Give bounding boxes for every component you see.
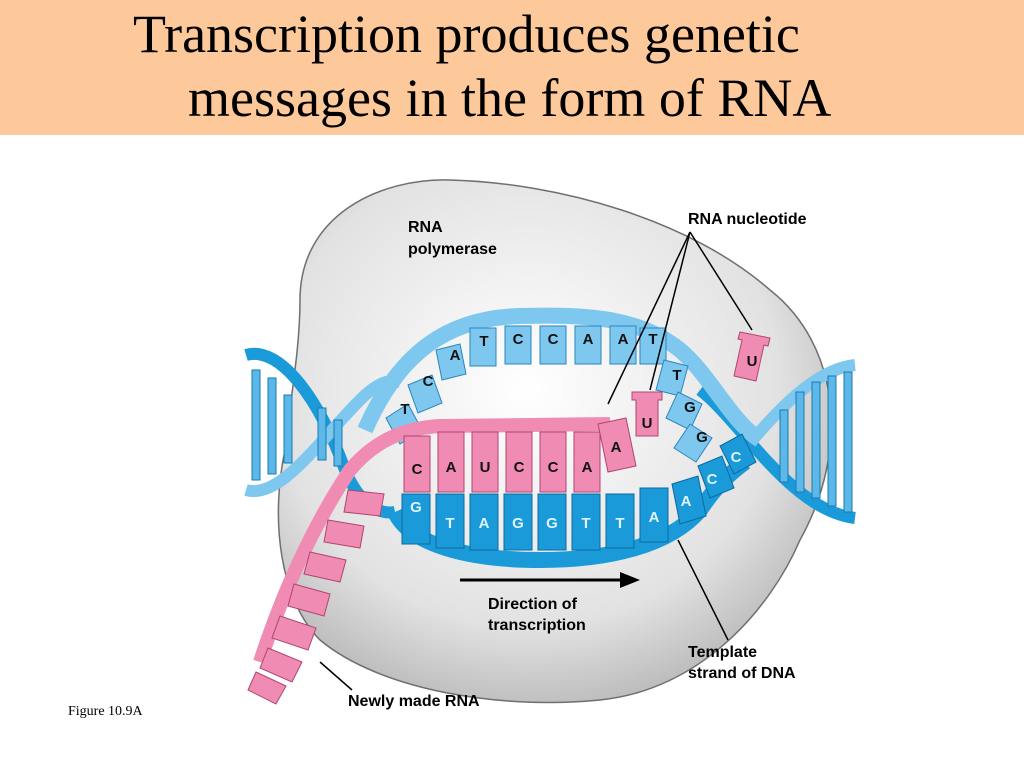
coding-base: G (684, 399, 696, 416)
template-strand-bases (401, 433, 757, 551)
label-rna-nucleotide: RNA nucleotide (688, 211, 807, 228)
coding-base: A (618, 331, 629, 348)
coding-base: A (583, 331, 594, 348)
template-base: T (581, 515, 590, 532)
label-template-1: Template (688, 644, 757, 661)
free-nucleotide-base: U (642, 415, 653, 432)
figure-caption: Figure 10.9A (68, 704, 143, 719)
template-base: T (445, 515, 454, 532)
template-base: G (546, 515, 558, 532)
template-base: C (707, 471, 718, 488)
free-rna-nucleotides (631, 331, 771, 437)
coding-base: C (548, 331, 559, 348)
rna-base: C (514, 459, 525, 476)
label-rna-polymerase-1: RNA (408, 219, 443, 236)
title-band (0, 0, 1024, 135)
label-leader-lines (319, 231, 753, 691)
label-template-2: strand of DNA (688, 665, 796, 682)
template-base: G (410, 499, 422, 516)
template-base: A (681, 493, 692, 510)
label-direction-1: Direction of (488, 596, 578, 613)
title-line-2: messages in the form of RNA (188, 68, 832, 128)
label-direction-2: transcription (488, 617, 586, 634)
slide-title: Transcription produces genetic messages … (0, 0, 1024, 135)
coding-strand-bases (385, 325, 713, 463)
title-line-1: Transcription produces genetic (133, 4, 800, 64)
coding-base: T (672, 367, 681, 384)
rna-base: A (582, 459, 593, 476)
label-rna-polymerase-2: polymerase (408, 241, 497, 258)
free-nucleotide-base: U (747, 353, 758, 370)
coding-strand-letters: T C A T C C A A T T G G (400, 331, 707, 446)
coding-base: T (648, 331, 657, 348)
template-base: C (731, 449, 742, 466)
coding-base: G (696, 429, 708, 446)
rna-base: U (480, 459, 491, 476)
coding-strand-backbone (357, 307, 765, 447)
template-base: A (649, 509, 660, 526)
coding-base: T (400, 401, 409, 418)
coding-base: T (479, 333, 488, 350)
rna-strand: C A U C C A A (247, 417, 637, 705)
template-base: A (479, 515, 490, 532)
direction-arrow (460, 572, 640, 588)
template-strand-letters: G T A G G T T A A C C (410, 449, 741, 532)
template-base: T (615, 515, 624, 532)
rna-base: A (446, 459, 457, 476)
coding-base: C (513, 331, 524, 348)
label-newly-made-rna: Newly made RNA (348, 693, 480, 710)
rna-base: C (412, 461, 423, 478)
coding-base: C (423, 373, 434, 390)
rna-base: C (548, 459, 559, 476)
template-base: G (512, 515, 524, 532)
coding-base: A (450, 347, 461, 364)
rna-base: A (611, 439, 622, 456)
